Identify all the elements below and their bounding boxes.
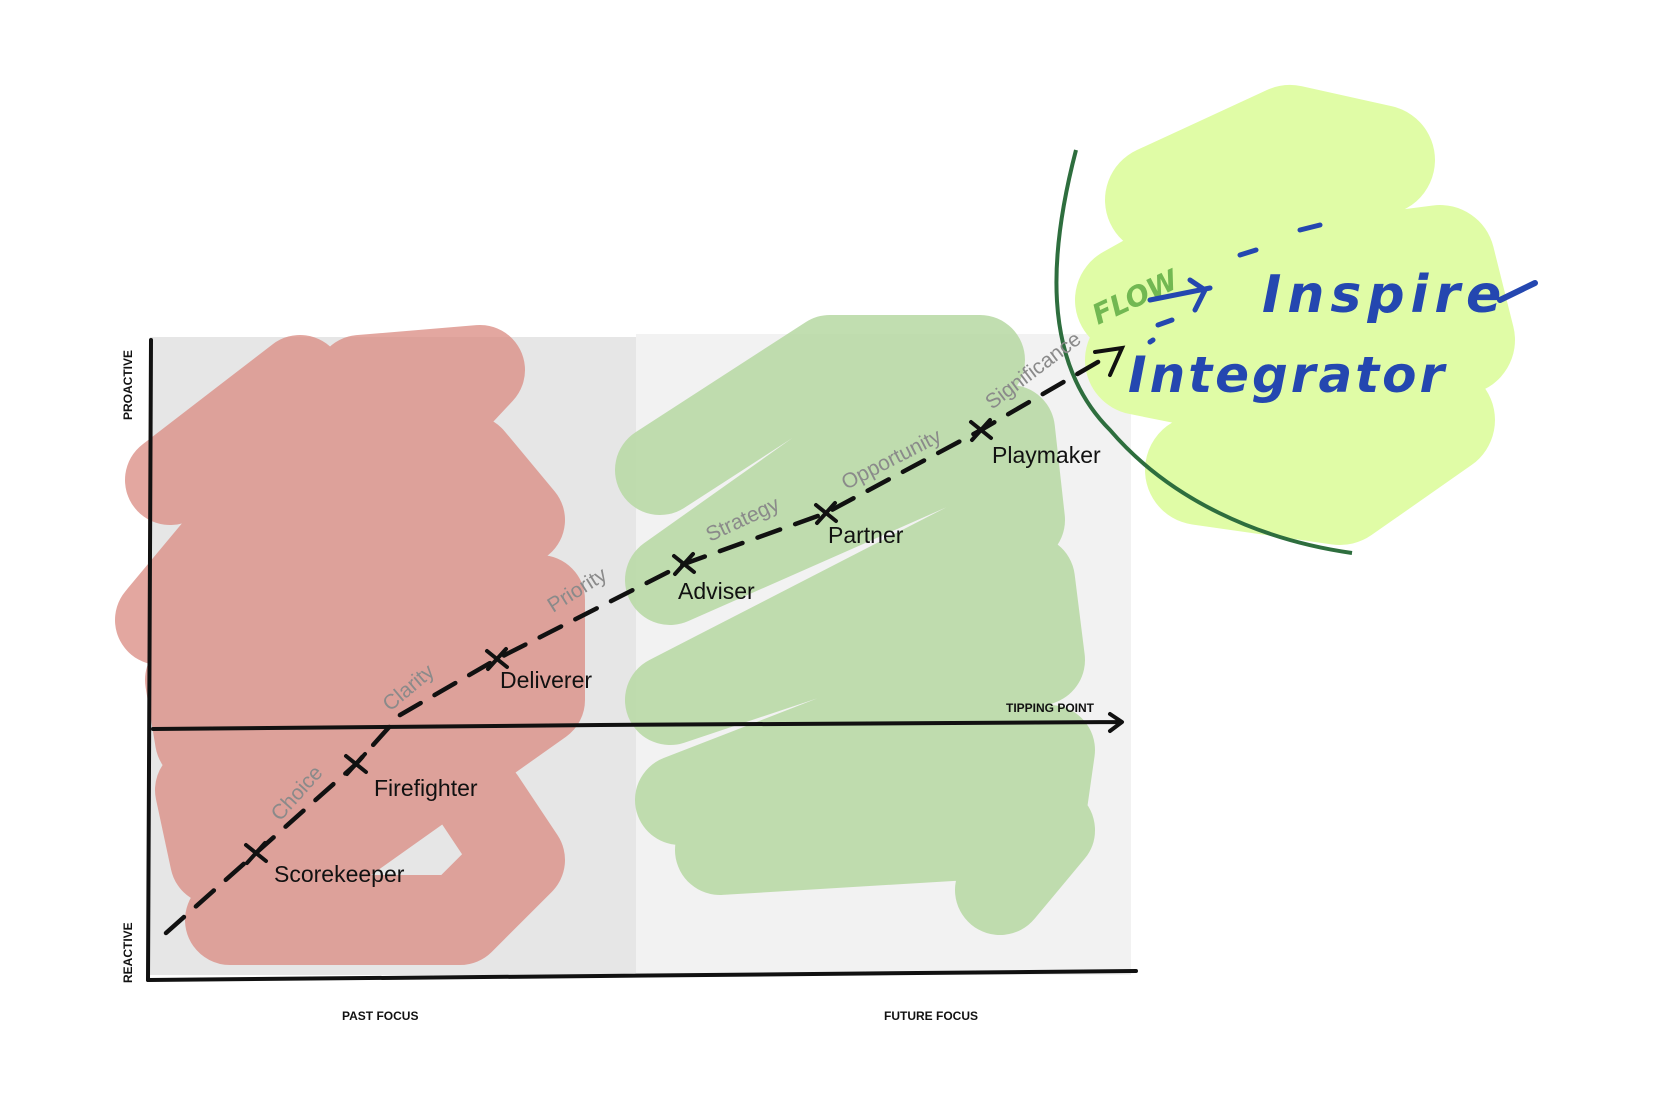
role-label-firefighter: Firefighter xyxy=(374,775,478,801)
markers xyxy=(244,418,993,865)
marker-partner xyxy=(814,501,838,525)
handwritten-integrator: Integrator xyxy=(1128,346,1447,404)
role-label-scorekeeper: Scorekeeper xyxy=(274,861,405,887)
y-axis xyxy=(146,338,153,982)
red-highlight xyxy=(115,325,585,965)
arrowhead-icon xyxy=(1093,345,1126,377)
marker-firefighter xyxy=(344,752,368,776)
role-label-adviser: Adviser xyxy=(678,578,755,604)
y-axis-top-label: PROACTIVE xyxy=(121,350,135,420)
marker-deliverer xyxy=(485,647,509,671)
y-axis-bottom-label: REACTIVE xyxy=(121,922,135,983)
lime-highlight xyxy=(1075,85,1515,545)
x-axis xyxy=(146,969,1138,982)
tipping-point-label: TIPPING POINT xyxy=(1006,701,1095,715)
green-highlight xyxy=(615,315,1095,935)
marker-playmaker xyxy=(969,418,993,442)
marker-scorekeeper xyxy=(244,841,268,865)
marker-adviser xyxy=(672,552,696,576)
handwritten-arrow xyxy=(1147,222,1323,345)
x-axis-left-label: PAST FOCUS xyxy=(342,1009,418,1023)
handwritten-underline xyxy=(1497,280,1538,303)
tipping-point-line xyxy=(151,712,1124,733)
role-label-playmaker: Playmaker xyxy=(992,442,1101,468)
role-label-partner: Partner xyxy=(828,522,904,548)
progression-path xyxy=(163,352,1113,936)
x-axis-right-label: FUTURE FOCUS xyxy=(884,1009,978,1023)
green-arc xyxy=(1054,149,1353,555)
handwritten-inspire: Inspire xyxy=(1262,265,1507,325)
role-label-deliverer: Deliverer xyxy=(500,667,592,693)
